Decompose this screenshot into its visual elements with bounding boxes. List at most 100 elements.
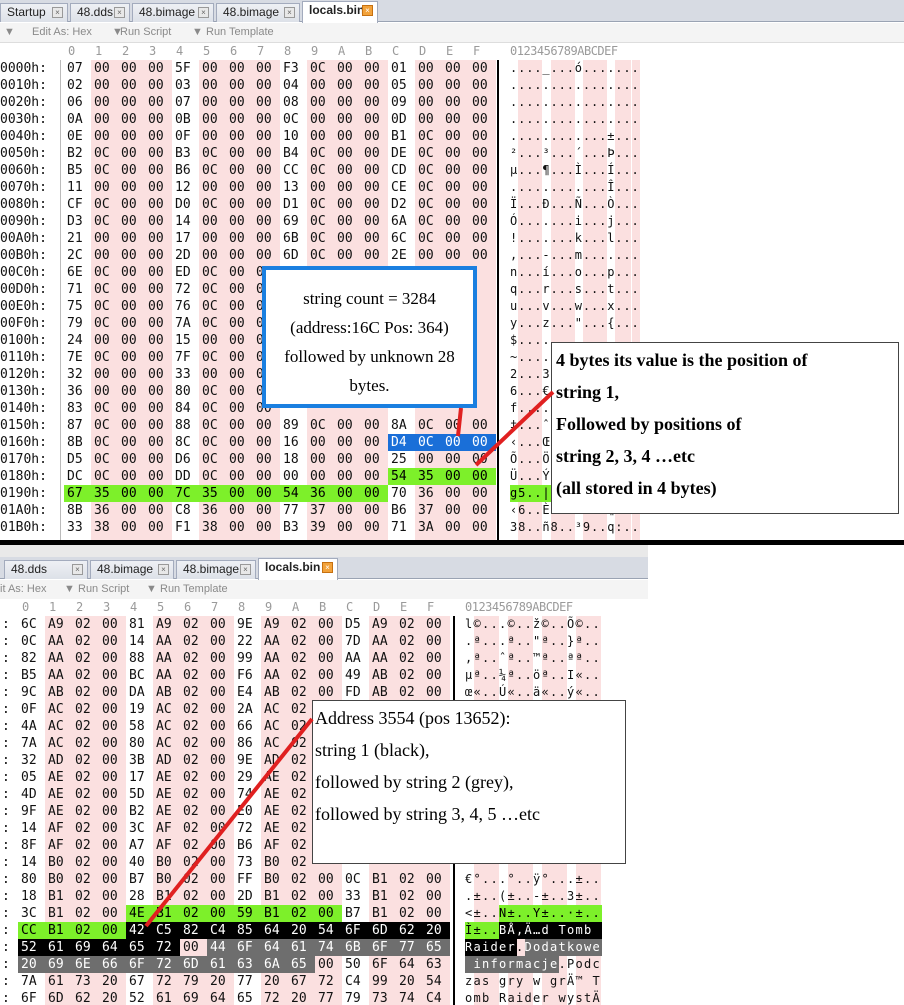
hex-byte[interactable]: A9 xyxy=(372,617,388,632)
hex-byte[interactable]: 02 xyxy=(291,719,307,734)
hex-byte[interactable]: 02 xyxy=(291,770,307,785)
hex-byte[interactable]: 69 xyxy=(75,940,91,955)
hex-byte[interactable]: 11 xyxy=(67,180,83,195)
hex-byte[interactable]: 03 xyxy=(175,78,191,93)
hex-byte[interactable]: 99 xyxy=(372,974,388,989)
hex-byte[interactable]: 6B xyxy=(345,940,361,955)
hex-byte[interactable]: 13 xyxy=(283,180,299,195)
hex-byte[interactable]: 14 xyxy=(129,634,145,649)
hex-byte[interactable]: 0C xyxy=(94,282,110,297)
hex-byte[interactable]: 59 xyxy=(237,906,253,921)
hex-byte[interactable]: 00 xyxy=(310,180,326,195)
hex-byte[interactable]: C4 xyxy=(345,974,361,989)
hex-byte[interactable]: 0C xyxy=(94,214,110,229)
hex-byte[interactable]: 00 xyxy=(229,282,245,297)
hex-byte[interactable]: B7 xyxy=(345,906,361,921)
hex-byte[interactable]: 00 xyxy=(121,214,137,229)
hex-byte[interactable]: 00 xyxy=(445,78,461,93)
hex-byte[interactable]: 02 xyxy=(67,78,83,93)
hex-byte[interactable]: 00 xyxy=(121,350,137,365)
hex-byte[interactable]: 02 xyxy=(183,889,199,904)
hex-byte[interactable]: 00 xyxy=(337,112,353,127)
hex-byte[interactable]: 00 xyxy=(148,197,164,212)
hex-byte[interactable]: 14 xyxy=(175,214,191,229)
hex-byte[interactable]: 00 xyxy=(256,61,272,76)
hex-byte[interactable]: 7A xyxy=(21,974,37,989)
hex-byte[interactable]: 66 xyxy=(102,957,118,972)
hex-byte[interactable]: 8C xyxy=(175,435,191,450)
hex-byte[interactable]: 50 xyxy=(345,957,361,972)
run-template-button[interactable]: Run Template xyxy=(160,583,228,595)
hex-byte[interactable]: 00 xyxy=(337,163,353,178)
hex-byte[interactable]: D1 xyxy=(283,197,299,212)
hex-byte[interactable]: 00 xyxy=(210,872,226,887)
hex-byte[interactable]: 02 xyxy=(75,736,91,751)
hex-byte[interactable]: AB xyxy=(372,668,388,683)
hex-byte[interactable]: 00 xyxy=(472,214,488,229)
hex-byte[interactable]: 00 xyxy=(102,923,118,938)
hex-byte[interactable]: 44 xyxy=(210,940,226,955)
hex-byte[interactable]: 20 xyxy=(264,974,280,989)
hex-byte[interactable]: 02 xyxy=(291,889,307,904)
hex-byte[interactable]: 00 xyxy=(364,486,380,501)
hex-byte[interactable]: 65 xyxy=(426,940,442,955)
hex-byte[interactable]: 0C xyxy=(310,231,326,246)
close-icon[interactable]: × xyxy=(362,5,373,16)
hex-byte[interactable]: 00 xyxy=(148,265,164,280)
hex-byte[interactable]: 69 xyxy=(183,991,199,1005)
hex-byte[interactable]: 00 xyxy=(318,685,334,700)
hex-byte[interactable]: 02 xyxy=(75,753,91,768)
hex-byte[interactable]: AE xyxy=(48,787,64,802)
hex-byte[interactable]: 00 xyxy=(364,129,380,144)
hex-byte[interactable]: B2 xyxy=(67,146,83,161)
hex-byte[interactable]: 71 xyxy=(67,282,83,297)
hex-byte[interactable]: 00 xyxy=(121,129,137,144)
hex-byte[interactable]: 32 xyxy=(21,753,37,768)
hex-byte[interactable]: AC xyxy=(48,702,64,717)
hex-byte[interactable]: 69 xyxy=(283,214,299,229)
hex-byte[interactable]: AB xyxy=(48,685,64,700)
hex-byte[interactable]: 02 xyxy=(75,617,91,632)
hex-byte[interactable]: 00 xyxy=(229,197,245,212)
hex-byte[interactable]: 00 xyxy=(229,384,245,399)
hex-byte[interactable]: B5 xyxy=(67,163,83,178)
hex-byte[interactable]: CC xyxy=(21,923,37,938)
hex-byte[interactable]: B1 xyxy=(372,889,388,904)
hex-byte[interactable]: 00 xyxy=(426,872,442,887)
hex-byte[interactable]: 00 xyxy=(229,452,245,467)
hex-byte[interactable]: 0C xyxy=(310,418,326,433)
hex-byte[interactable]: 00 xyxy=(337,61,353,76)
hex-byte[interactable]: 33 xyxy=(175,367,191,382)
close-icon[interactable]: × xyxy=(198,7,209,18)
hex-byte[interactable]: 00 xyxy=(445,112,461,127)
hex-byte[interactable]: 0C xyxy=(94,469,110,484)
hex-byte[interactable]: 35 xyxy=(94,486,110,501)
hex-byte[interactable]: 17 xyxy=(129,770,145,785)
editor-tab[interactable]: Startup× xyxy=(0,3,68,22)
hex-byte[interactable]: 10 xyxy=(283,129,299,144)
hex-byte[interactable]: 00 xyxy=(102,821,118,836)
hex-byte[interactable]: 36 xyxy=(310,486,326,501)
hex-byte[interactable]: 00 xyxy=(202,231,218,246)
hex-byte[interactable]: 0C xyxy=(94,418,110,433)
hex-byte[interactable]: 79 xyxy=(345,991,361,1005)
hex-byte[interactable]: 00 xyxy=(364,418,380,433)
hex-byte[interactable]: 00 xyxy=(229,231,245,246)
hex-byte[interactable]: 00 xyxy=(102,753,118,768)
hex-byte[interactable]: 00 xyxy=(121,146,137,161)
hex-byte[interactable]: 00 xyxy=(318,634,334,649)
hex-byte[interactable]: 00 xyxy=(364,503,380,518)
hex-byte[interactable]: 02 xyxy=(183,617,199,632)
hex-byte[interactable]: 00 xyxy=(202,333,218,348)
hex-byte[interactable]: 0C xyxy=(310,197,326,212)
hex-byte[interactable]: 00 xyxy=(418,95,434,110)
hex-byte[interactable]: 00 xyxy=(472,197,488,212)
hex-byte[interactable]: 33 xyxy=(67,520,83,535)
hex-byte[interactable]: B1 xyxy=(264,906,280,921)
hex-byte[interactable]: 2D xyxy=(237,889,253,904)
hex-byte[interactable]: 02 xyxy=(183,719,199,734)
hex-byte[interactable]: 36 xyxy=(418,486,434,501)
hex-byte[interactable]: 00 xyxy=(210,668,226,683)
hex-byte[interactable]: 6F xyxy=(237,940,253,955)
hex-byte[interactable]: 00 xyxy=(337,78,353,93)
